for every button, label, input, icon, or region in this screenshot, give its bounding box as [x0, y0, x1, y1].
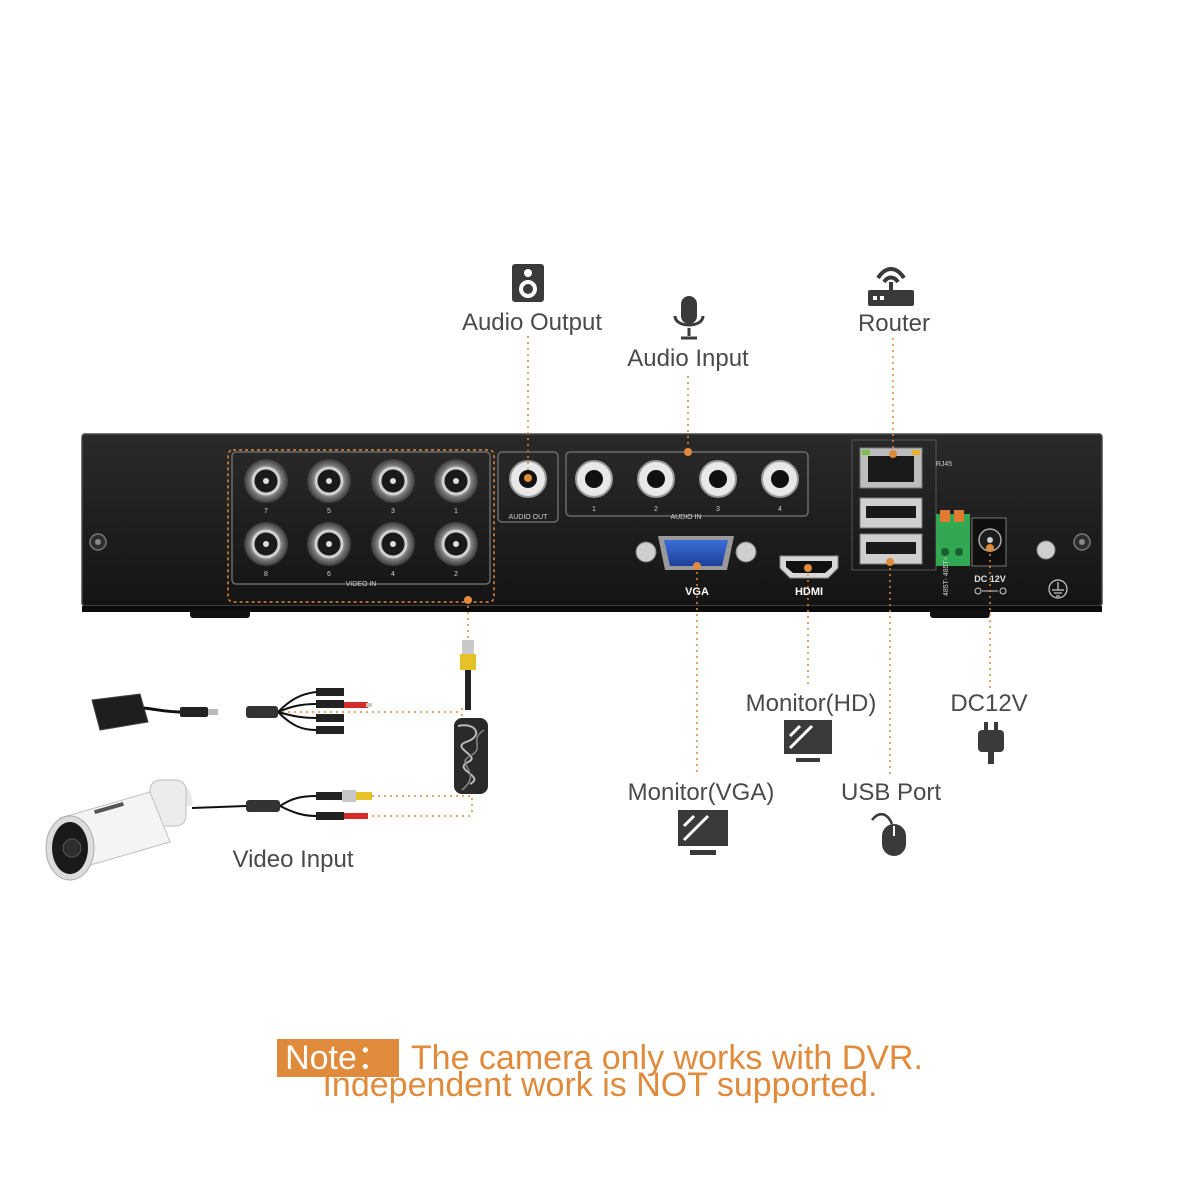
rca-audio-in-port: 4 [761, 460, 799, 513]
bnc-video-port: 6 [307, 522, 351, 578]
bnc-port-number: 1 [454, 508, 458, 515]
bnc-video-port: 2 [434, 522, 478, 578]
speaker-icon [512, 264, 544, 302]
panel-text-audio-out: AUDIO OUT [509, 514, 549, 521]
video-in-group: 7 5 3 1 8 6 4 2 [231, 451, 491, 585]
label-audio-output: Audio Output [461, 309, 603, 336]
video-in-highlight [227, 449, 495, 603]
router-icon [868, 267, 914, 306]
power-plug-icon [978, 722, 1004, 764]
microphone-icon [673, 296, 705, 340]
panel-text-audio-in: AUDIO IN [670, 514, 701, 521]
rca-port-number: 1 [592, 506, 596, 513]
note-text-1: The camera only works with DVR. [410, 1039, 923, 1077]
label-video-input: Video Input [232, 846, 354, 873]
monitor-hd-icon [784, 720, 832, 762]
panel-text-rj45: RJ45 [936, 461, 952, 468]
label-usb-port: USB Port [840, 779, 942, 806]
panel-text-rs485: 485T- 485T+ [943, 556, 950, 596]
bnc-port-number: 4 [391, 571, 395, 578]
bnc-port-number: 3 [391, 508, 395, 515]
rca-audio-in-port: 1 [575, 460, 613, 513]
rca-audio-in-port: 3 [699, 460, 737, 513]
leader-dots [464, 448, 994, 604]
rca-port-number: 4 [778, 506, 782, 513]
bnc-port-number: 7 [264, 508, 268, 515]
bnc-port-number: 5 [327, 508, 331, 515]
bnc-video-port: 3 [371, 459, 415, 515]
note-line-1: Note： The camera only works with DVR. [0, 1030, 1200, 1079]
panel-text-video-in: VIDEO IN [346, 581, 377, 588]
bnc-video-port: 1 [434, 459, 478, 515]
mouse-icon [871, 812, 906, 856]
bnc-video-port: 7 [244, 459, 288, 515]
note-badge: Note： [277, 1039, 399, 1077]
bnc-connector [460, 640, 476, 710]
label-router: Router [857, 310, 931, 337]
label-monitor-vga: Monitor(VGA) [627, 779, 775, 806]
power-adapter [91, 688, 372, 734]
bnc-port-number: 2 [454, 571, 458, 578]
bullet-camera [45, 779, 372, 881]
bnc-port-number: 8 [264, 571, 268, 578]
bnc-video-port: 8 [244, 522, 288, 578]
audio-in-group: 1 2 3 4 [565, 451, 809, 517]
note-line-2: Independent work is NOT supported. [0, 1066, 1200, 1105]
label-dc12v: DC12V [950, 690, 1028, 717]
rca-audio-in-port: 2 [637, 460, 675, 513]
monitor-vga-icon [678, 810, 728, 855]
bnc-port-number: 6 [327, 571, 331, 578]
rca-port-number: 3 [716, 506, 720, 513]
bnc-video-port: 5 [307, 459, 351, 515]
panel-text-hdmi: HDMI [795, 586, 823, 598]
label-monitor-hd: Monitor(HD) [745, 690, 877, 717]
rca-port-number: 2 [654, 506, 658, 513]
vga-port [635, 536, 757, 570]
bnc-video-port: 4 [371, 522, 415, 578]
cable-coil [454, 718, 488, 794]
terminal-and-power [936, 510, 1007, 595]
note-text-2: Independent work is NOT supported. [322, 1066, 878, 1104]
label-audio-input: Audio Input [627, 345, 749, 372]
